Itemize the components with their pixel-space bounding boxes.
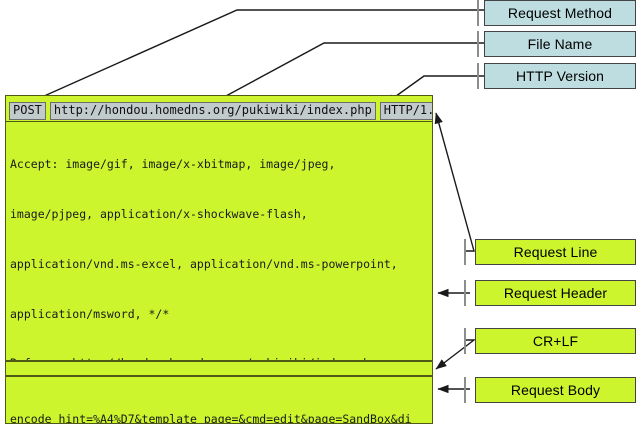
arrow-request-line — [434, 112, 475, 252]
label-http-version: HTTP Version — [484, 63, 636, 89]
http-version-token: HTTP/1.1 — [379, 101, 432, 120]
label-request-body-text: Request Body — [510, 382, 601, 398]
request-method-token: POST — [9, 101, 46, 120]
label-request-method: Request Method — [484, 0, 636, 26]
file-name-token: http://hondou.homedns.org/pukiwiki/index… — [49, 101, 376, 120]
request-line-block: POST http://hondou.homedns.org/pukiwiki/… — [5, 95, 433, 122]
request-body-block: encode_hint=%A4%D7&template_page=&cmd=ed… — [5, 376, 433, 424]
label-request-header-text: Request Header — [503, 285, 608, 301]
label-request-line-text: Request Line — [513, 244, 598, 260]
header-line: application/vnd.ms-excel, application/vn… — [10, 256, 398, 271]
label-request-method-text: Request Method — [507, 5, 613, 21]
label-request-header: Request Header — [475, 280, 636, 306]
tick-request-body — [464, 377, 466, 403]
tick-request-method — [477, 0, 479, 26]
label-crlf: CR+LF — [475, 328, 636, 354]
tick-request-line — [464, 239, 466, 265]
body-line: encode_hint=%A4%D7&template_page=&cmd=ed… — [10, 412, 412, 424]
header-line: Accept: image/gif, image/x-xbitmap, imag… — [10, 157, 336, 172]
arrow-crlf — [435, 339, 477, 370]
label-request-body: Request Body — [475, 377, 636, 403]
request-header-block: Accept: image/gif, image/x-xbitmap, imag… — [5, 121, 433, 361]
arrow-request-method — [23, 9, 484, 106]
header-line: Referer: http://hondou.homedns.org/pukiw… — [10, 355, 428, 360]
label-file-name-text: File Name — [527, 36, 593, 52]
tick-http-version — [477, 63, 479, 89]
tick-request-header — [464, 280, 466, 306]
label-http-version-text: HTTP Version — [515, 68, 605, 84]
label-crlf-text: CR+LF — [532, 333, 579, 349]
crlf-block — [5, 361, 433, 376]
header-line: application/msword, */* — [10, 306, 170, 321]
label-request-line: Request Line — [475, 239, 636, 265]
tick-crlf — [464, 328, 466, 354]
header-line: image/pjpeg, application/x-shockwave-fla… — [10, 206, 308, 221]
label-file-name: File Name — [484, 31, 636, 57]
tick-file-name — [477, 31, 479, 57]
